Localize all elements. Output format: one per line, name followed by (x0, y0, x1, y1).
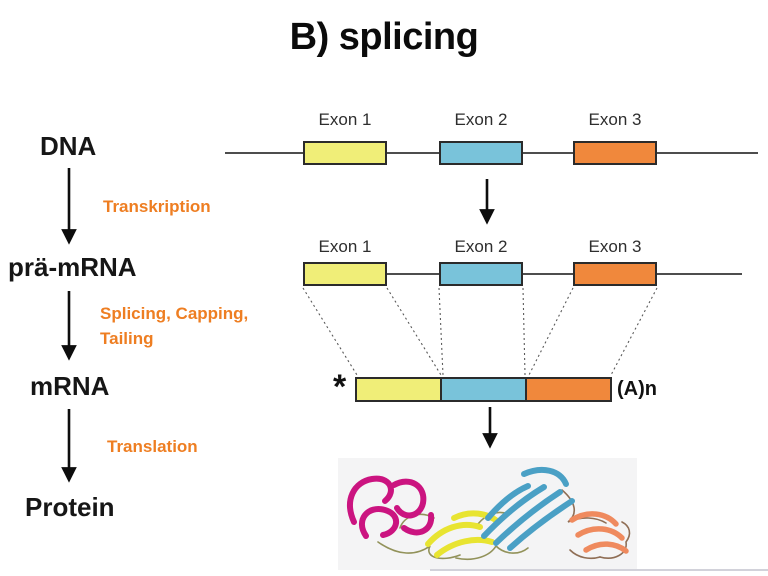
protein-loop (599, 521, 631, 559)
pathway-node-mrna: mRNA (30, 371, 110, 401)
protein-ribbon-blue (493, 489, 563, 546)
protein-ribbon-blue (521, 466, 569, 487)
row1-exon1-box (303, 141, 387, 165)
protein-ribbon-magenta (401, 512, 435, 536)
protein-structure-image (347, 466, 631, 561)
splice-guide-exon2-right (522, 287, 526, 376)
protein-ribbon-yellow (451, 510, 501, 525)
pathway-step-transcription: Transkription (103, 197, 211, 216)
pathway-node-protein: Protein (25, 492, 115, 522)
poly-a-tail-label: (A)n (617, 378, 657, 400)
protein-ribbon-orange (569, 511, 619, 527)
mrna-segment-exon2 (440, 379, 525, 400)
row2-exon2-box (439, 262, 523, 286)
protein-loop (569, 549, 601, 560)
protein-ribbon-orange (583, 541, 629, 554)
protein-ribbon-blue (507, 498, 575, 551)
pathway-step-splicing-line1: Splicing, Capping, (100, 304, 249, 323)
pathway-step-splicing-line2: Tailing (100, 329, 154, 348)
protein-ribbon-blue (485, 483, 531, 521)
pathway-step-translation: Translation (107, 437, 198, 456)
protein-ribbon-orange (575, 526, 625, 541)
row1-exon3-label: Exon 3 (588, 110, 642, 129)
row1-exon2-box (439, 141, 523, 165)
mrna-segment-exon1 (357, 379, 440, 400)
mrna-segment-exon3 (525, 379, 610, 400)
protein-structure-panel (338, 458, 637, 570)
row2-exon1-box (303, 262, 387, 286)
splice-guide-exon1-left (302, 287, 358, 376)
splice-guide-exon1-right (386, 287, 442, 376)
spliced-mrna-bar (355, 377, 612, 402)
protein-loop (455, 544, 529, 561)
row2-exon1-label: Exon 1 (318, 237, 372, 256)
row2-exon3-label: Exon 3 (588, 237, 642, 256)
row2-exon3-box (573, 262, 657, 286)
protein-ribbon-yellow (434, 536, 495, 558)
pathway-node-dna: DNA (40, 131, 97, 161)
page-title: B) splicing (289, 16, 479, 58)
protein-ribbon-magenta (347, 475, 394, 525)
row1-exon3-box (573, 141, 657, 165)
splice-guide-exon2-left (438, 287, 444, 376)
row1-exon1-label: Exon 1 (318, 110, 372, 129)
splice-guide-exon3-right (610, 287, 658, 376)
splice-guide-exon3-left (528, 287, 574, 376)
protein-ribbon-blue (481, 484, 547, 539)
row1-exon2-label: Exon 2 (454, 110, 508, 129)
row2-exon2-label: Exon 2 (454, 237, 508, 256)
protein-ribbon-yellow (425, 521, 483, 547)
bottom-border-line (430, 569, 768, 571)
protein-ribbon-magenta (391, 478, 427, 519)
mrna-cap-marker: * (333, 368, 347, 406)
pathway-node-pre-mrna: prä-mRNA (8, 252, 137, 282)
protein-ribbon-magenta (358, 506, 399, 539)
